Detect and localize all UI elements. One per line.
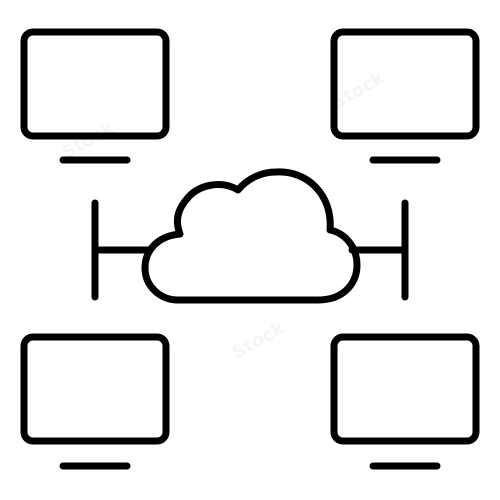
monitor-screen: [20, 28, 170, 140]
monitor-screen: [20, 333, 170, 445]
monitor-screen: [330, 28, 480, 140]
monitor-screen: [330, 333, 480, 445]
image-id-caption: 1546306517: [0, 382, 2, 440]
monitor-icon: [330, 333, 480, 470]
cloud-icon: [141, 168, 361, 304]
monitor-icon: [330, 28, 480, 164]
right-connector-icon: [348, 199, 409, 301]
left-connector-icon: [91, 199, 152, 301]
monitor-icon: [20, 333, 170, 470]
monitor-icon: [20, 28, 170, 164]
